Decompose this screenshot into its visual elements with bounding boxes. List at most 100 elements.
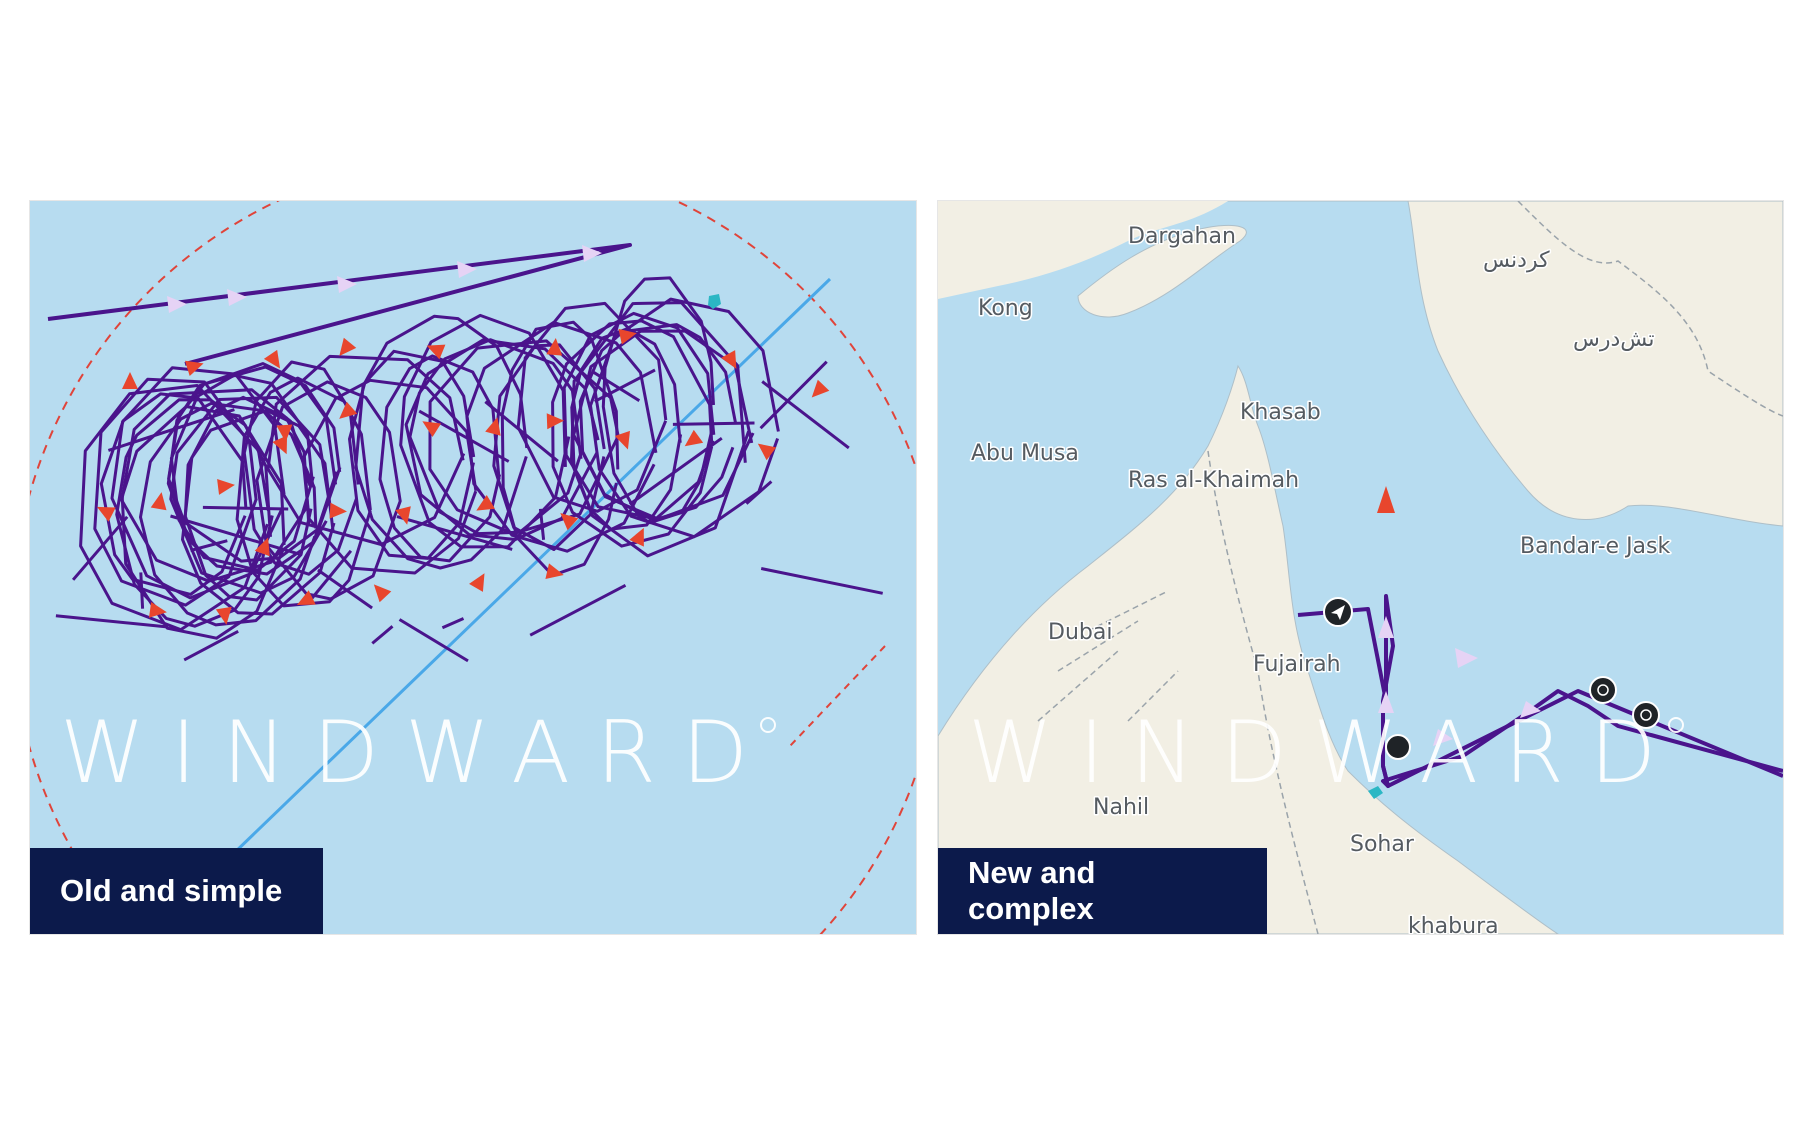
heading-arrow (150, 492, 167, 511)
loiter-segment (170, 514, 301, 556)
loiter-loop (404, 338, 600, 541)
nav-arrow-icon (1331, 605, 1345, 620)
loiter-segment (628, 436, 723, 506)
caption-new-text: New and complex (968, 855, 1096, 926)
heading-arrow (373, 584, 392, 603)
qeshm-island (1077, 224, 1247, 318)
loiter-segment (396, 515, 513, 551)
zone-boundary-segment (789, 645, 886, 747)
loiter-loop (120, 388, 312, 583)
heading-arrow (560, 512, 579, 531)
loiter-segment (107, 408, 235, 452)
loiter-loop (110, 366, 286, 600)
route-arrow (167, 296, 187, 313)
heading-arrow (614, 430, 630, 450)
clock-face-icon (1597, 684, 1609, 696)
heading-arrow (811, 379, 830, 398)
loiter-segment (371, 625, 394, 645)
heading-arrow (272, 435, 288, 455)
label-tashdaras: تش‌درس (1573, 327, 1654, 352)
route-arrow (227, 289, 247, 306)
heading-arrow (545, 563, 564, 579)
heading-arrow (296, 590, 316, 605)
clock-face-icon (1640, 709, 1652, 721)
route-arrow (1433, 729, 1453, 746)
transit-line (47, 243, 632, 366)
loiter-segment (591, 370, 641, 402)
maritime-boundaries (1037, 590, 1179, 722)
loiter-segment (317, 568, 373, 610)
loiter-loop (378, 354, 502, 563)
heading-arrow (546, 413, 564, 430)
transit-route (47, 243, 632, 366)
land-borders (1207, 201, 1783, 934)
label-dubai: Dubai (1048, 620, 1112, 645)
loiter-segment (139, 572, 145, 609)
vessel-position-icon (708, 294, 721, 309)
loiter-segment (183, 629, 239, 662)
heading-arrows (96, 328, 830, 625)
track-line (1297, 594, 1783, 788)
heading-arrow (546, 338, 563, 356)
label-fujairah: Fujairah (1253, 652, 1341, 677)
loiter-segment (760, 567, 883, 595)
loiter-loop (166, 362, 338, 576)
heading-arrow (485, 417, 501, 436)
caption-old: Old and simple (30, 848, 323, 934)
heading-arrow-north (1377, 486, 1395, 513)
loiter-loop (354, 314, 529, 570)
route-arrow (457, 261, 477, 278)
label-nahil: Nahil (1093, 795, 1149, 820)
loiter-segment (308, 549, 353, 603)
route-arrow (1378, 691, 1394, 713)
heading-arrow (96, 506, 116, 522)
label-abu-musa: Abu Musa (971, 441, 1079, 466)
loiter-segment (71, 515, 129, 581)
loiter-segment (745, 480, 773, 505)
caption-old-text: Old and simple (60, 873, 283, 908)
loiter-loop (572, 329, 755, 521)
loiter-loop (79, 384, 270, 632)
loiter-loop (408, 338, 584, 536)
label-ras-al-khaimah: Ras al-Khaimah (1128, 468, 1299, 493)
loiter-loop (570, 327, 683, 531)
loiter-loop (255, 380, 402, 601)
uae-oman-landmass (938, 364, 1559, 934)
iran-landmass (938, 201, 1783, 527)
heading-arrow (339, 401, 358, 419)
heading-arrow (426, 344, 446, 360)
label-bandar-e-jask: Bandar-e Jask (1520, 534, 1671, 559)
loiter-segment (398, 618, 469, 663)
caption-new: New and complex (938, 848, 1267, 934)
loiter-segment (418, 409, 510, 463)
shipping-lane (148, 277, 832, 934)
heading-arrow (217, 479, 235, 495)
loiter-loop (428, 339, 620, 536)
loiter-segment (484, 400, 559, 463)
sea-background (30, 201, 916, 934)
heading-arrow (254, 537, 270, 557)
loiter-segment (190, 539, 228, 552)
heading-arrow (339, 337, 357, 356)
loiter-loop (601, 276, 715, 525)
heading-arrow (215, 606, 232, 625)
loiter-segment (672, 421, 755, 426)
heading-arrow (476, 495, 495, 511)
loiter-segment (441, 617, 465, 630)
loiter-loop (578, 323, 738, 522)
loiter-loop (183, 395, 313, 602)
loiter-loop (348, 349, 476, 560)
loiter-segment (202, 505, 289, 511)
label-sohar: Sohar (1350, 832, 1415, 857)
anchor-marker-icon (1385, 734, 1411, 760)
iran-west-coast (938, 201, 1228, 299)
label-kong: Kong (978, 296, 1033, 321)
vessel-track (1297, 486, 1783, 799)
loiter-loop (589, 297, 780, 539)
heading-arrow (395, 506, 411, 525)
heading-arrow (629, 527, 644, 547)
heading-arrow (721, 350, 737, 369)
map-panel-old: WINDWARD Old and simple (29, 200, 917, 935)
heading-arrow (422, 421, 442, 438)
loiter-segment (759, 360, 828, 430)
